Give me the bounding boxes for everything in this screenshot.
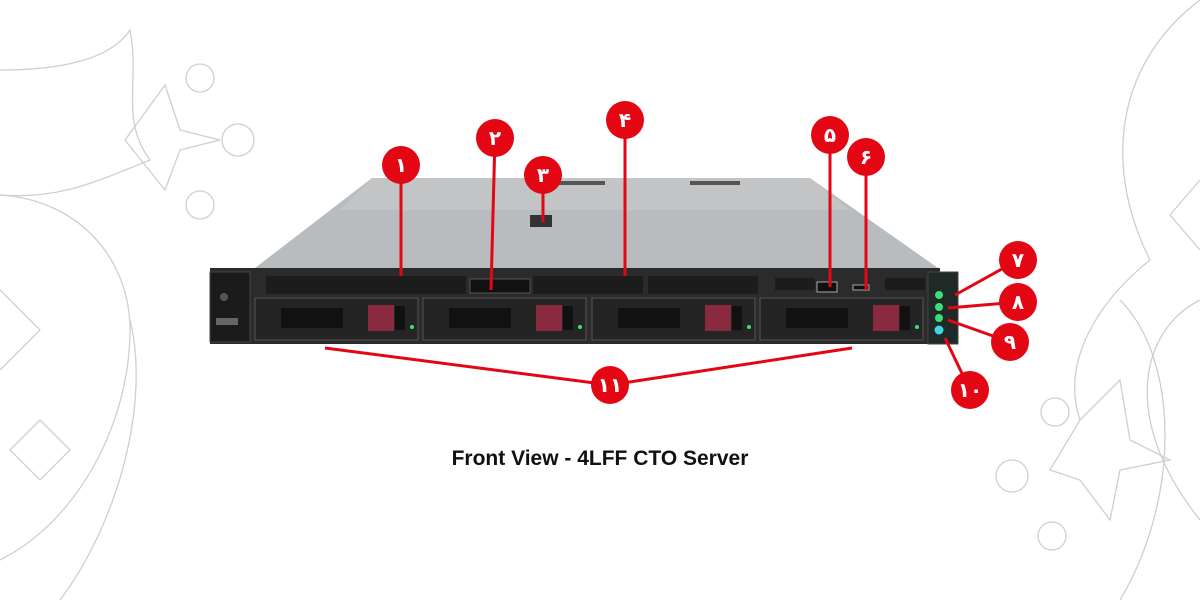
drive-led	[747, 325, 751, 329]
drive-vent	[618, 308, 680, 328]
drive-vent	[786, 308, 848, 328]
callout-number: ۹	[1004, 330, 1016, 354]
nic-led	[935, 303, 943, 311]
callout-number: ۶	[860, 145, 872, 169]
drive-vent	[449, 308, 511, 328]
drive-release-latch[interactable]	[368, 305, 394, 331]
power-button[interactable]	[220, 293, 228, 301]
health-led	[935, 291, 943, 299]
serial-label-tab	[216, 318, 238, 325]
drive-bay-1[interactable]	[254, 297, 419, 341]
callout-number: ۳	[537, 163, 549, 187]
callout-4: ۴	[606, 101, 644, 139]
uid-button[interactable]	[934, 325, 944, 335]
callout-3: ۳	[524, 156, 562, 194]
drive-bay-4[interactable]	[759, 297, 924, 341]
callout-10: ۱۰	[951, 371, 989, 409]
callout-number: ۴	[619, 108, 631, 132]
callout-5: ۵	[811, 116, 849, 154]
drive-release-latch[interactable]	[873, 305, 899, 331]
sd-slot[interactable]	[852, 284, 870, 291]
callout-8: ۸	[999, 283, 1037, 321]
drive-release-latch[interactable]	[705, 305, 731, 331]
drive-release-latch[interactable]	[536, 305, 562, 331]
callout-6: ۶	[847, 138, 885, 176]
drive-led	[410, 325, 414, 329]
callout-2: ۲	[476, 119, 514, 157]
callout-1: ۱	[382, 146, 420, 184]
callout-9: ۹	[991, 323, 1029, 361]
drive-bays	[254, 297, 924, 341]
callout-number: ۷	[1012, 248, 1024, 272]
callout-7: ۷	[999, 241, 1037, 279]
drive-led	[915, 325, 919, 329]
callout-number: ۸	[1012, 290, 1024, 314]
callout-number: ۲	[489, 126, 501, 150]
diagram-caption: Front View - 4LFF CTO Server	[451, 447, 749, 470]
callout-number: ۱	[395, 153, 407, 177]
vent-row	[266, 276, 925, 294]
callouts: ۱ ۲ ۳ ۴ ۵۶ ۷ ۸ ۹ ۱۰ ۱۱	[382, 101, 1037, 409]
callout-11: ۱۱	[591, 366, 629, 404]
optical-drive-slot[interactable]	[469, 278, 531, 294]
callout-number: ۵	[824, 123, 836, 147]
drive-bay-2[interactable]	[422, 297, 587, 341]
top-vents	[530, 181, 740, 227]
power-led	[935, 314, 943, 322]
callout-number: ۱۰	[958, 378, 982, 402]
drive-led	[578, 325, 582, 329]
drive-bay-3[interactable]	[591, 297, 756, 341]
usb-port[interactable]	[816, 281, 838, 293]
drive-vent	[281, 308, 343, 328]
left-ear	[209, 271, 251, 343]
server-top-shade	[340, 178, 850, 210]
callout-number: ۱۱	[598, 373, 622, 397]
